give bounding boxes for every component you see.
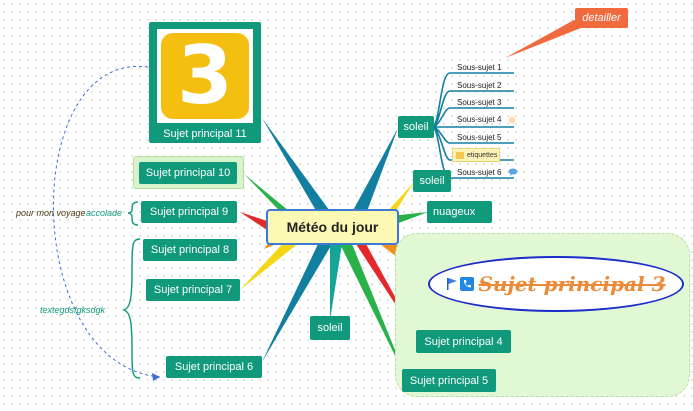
topic-3[interactable]: Sujet principal 3 <box>428 256 684 312</box>
branch-9 <box>240 212 270 232</box>
number-image: 3 <box>157 29 253 123</box>
subtopic-connectors <box>431 72 514 179</box>
callout-pointer <box>505 20 586 58</box>
branch-soleil-top <box>350 128 398 216</box>
topic-soleil-bottom[interactable]: soleil <box>310 316 350 340</box>
central-topic[interactable]: Météo du jour <box>266 209 399 245</box>
callout-detailler[interactable]: detailler <box>575 8 628 28</box>
subtopic-3[interactable]: Sous-sujet 3 <box>457 98 502 107</box>
relationship-label[interactable]: pour mon voyage <box>16 208 86 218</box>
topic-9[interactable]: Sujet principal 9 <box>141 201 237 223</box>
branch-11 <box>262 118 332 214</box>
topic-11-label: Sujet principal 11 <box>163 128 247 140</box>
note-icon <box>508 116 516 124</box>
topic-soleil-mid[interactable]: soleil <box>413 170 451 192</box>
boundary-label[interactable]: accolade <box>86 208 123 218</box>
topic-soleil-top[interactable]: soleil <box>398 116 434 138</box>
topic-8[interactable]: Sujet principal 8 <box>143 239 237 261</box>
branch-5 <box>340 244 408 382</box>
subtopic-1[interactable]: Sous-sujet 1 <box>457 63 502 72</box>
tag-icon <box>456 151 464 159</box>
tag-label[interactable]: etiquettes <box>452 148 500 162</box>
topic-6[interactable]: Sujet principal 6 <box>166 356 262 378</box>
tag-text: etiquettes <box>467 151 498 159</box>
topic-10[interactable]: Sujet principal 10 <box>139 162 237 184</box>
branch-nuageux <box>390 212 428 224</box>
branch-6 <box>262 244 332 362</box>
subtopic-2[interactable]: Sous-sujet 2 <box>457 81 502 90</box>
topic-3-label: Sujet principal 3 <box>478 272 666 296</box>
topic-nuageux[interactable]: nuageux <box>427 201 492 223</box>
topic-7[interactable]: Sujet principal 7 <box>146 279 240 301</box>
subtopic-6[interactable]: Sous-sujet 6 <box>457 168 502 177</box>
subtopic-5[interactable]: Sous-sujet 5 <box>457 133 502 142</box>
comment-icon <box>508 168 518 176</box>
topic-5[interactable]: Sujet principal 5 <box>402 369 496 392</box>
subtopic-4[interactable]: Sous-sujet 4 <box>457 115 502 124</box>
topic-4[interactable]: Sujet principal 4 <box>416 330 511 353</box>
brace-8-6 <box>121 238 141 379</box>
phone-icon <box>460 277 475 291</box>
relationship-arrow <box>152 373 160 381</box>
branch-soleil-bottom <box>330 244 342 320</box>
branch-7 <box>240 240 300 290</box>
flag-icon <box>447 278 458 290</box>
image-digit: 3 <box>177 29 233 122</box>
image-topic-11[interactable]: 3 Sujet principal 11 <box>149 22 261 143</box>
number-tile: 3 <box>161 33 249 119</box>
relationship-curve <box>52 66 161 378</box>
brace-9 <box>127 201 139 226</box>
brace-label[interactable]: textegdsfgksdgk <box>40 305 106 315</box>
